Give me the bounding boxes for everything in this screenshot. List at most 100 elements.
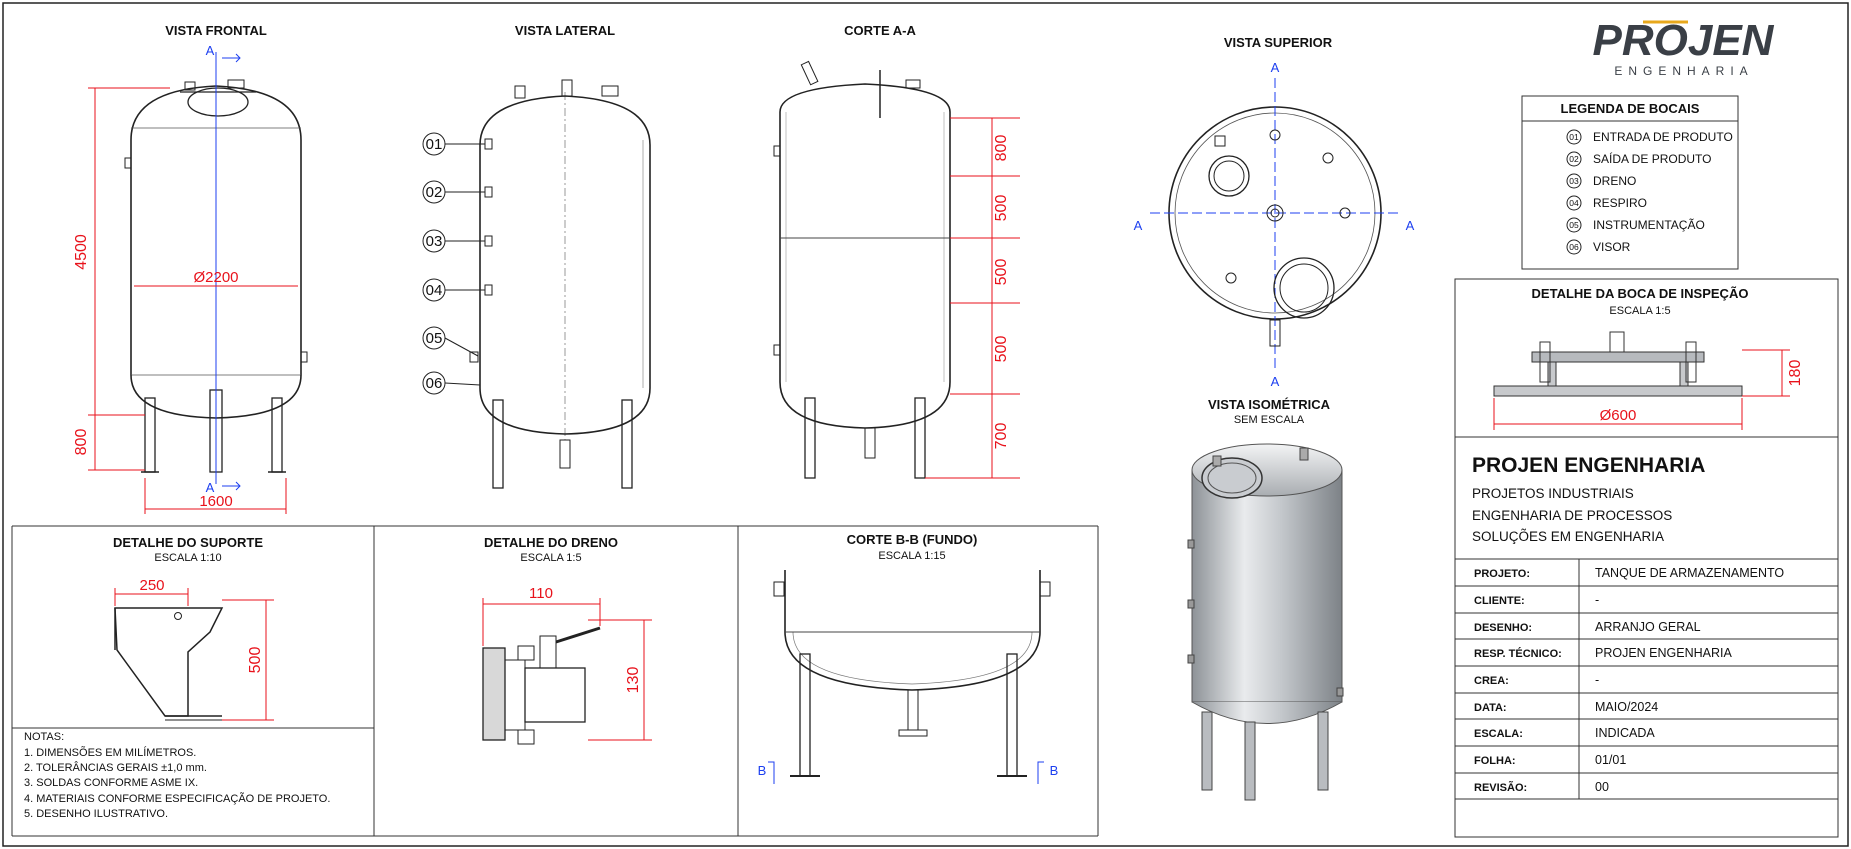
svg-text:800: 800 xyxy=(993,135,1010,162)
isometric-view-title: VISTA ISOMÉTRICA xyxy=(1208,397,1331,412)
frontal-legs-dim: 800 xyxy=(73,429,90,456)
drain-detail-title: DETALHE DO DRENO xyxy=(484,535,618,550)
svg-text:02: 02 xyxy=(426,184,443,201)
svg-text:01: 01 xyxy=(1569,132,1579,142)
svg-text:CLIENTE:: CLIENTE: xyxy=(1474,595,1525,607)
svg-text:700: 700 xyxy=(993,423,1010,450)
svg-text:DRENO: DRENO xyxy=(1593,174,1636,188)
svg-text:06: 06 xyxy=(1569,242,1579,252)
nozzle-legend: LEGENDA DE BOCAIS 01 ENTRADA DE PRODUTO 0… xyxy=(1521,95,1739,270)
support-detail: DETALHE DO SUPORTE ESCALA 1:10 250 500 xyxy=(113,535,274,721)
svg-text:2. TOLERÂNCIAS GERAIS ±1,0 mm.: 2. TOLERÂNCIAS GERAIS ±1,0 mm. xyxy=(24,761,207,774)
svg-text:B: B xyxy=(1050,763,1059,778)
svg-text:02: 02 xyxy=(1569,154,1579,164)
svg-text:ENGENHARIA DE PROCESSOS: ENGENHARIA DE PROCESSOS xyxy=(1472,508,1672,523)
legend-item: 05 INSTRUMENTAÇÃO xyxy=(1566,217,1705,233)
svg-text:ESCALA:: ESCALA: xyxy=(1474,728,1523,740)
svg-text:A: A xyxy=(206,480,215,495)
drain-detail: DETALHE DO DRENO ESCALA 1:5 110 130 xyxy=(482,535,652,745)
svg-text:SOLUÇÕES EM ENGENHARIA: SOLUÇÕES EM ENGENHARIA xyxy=(1472,529,1664,544)
svg-text:SEM ESCALA: SEM ESCALA xyxy=(1234,414,1305,426)
title-block: PROJETO:TANQUE DE ARMAZENAMENTO CLIENTE:… xyxy=(1455,559,1838,800)
svg-text:500: 500 xyxy=(993,259,1010,286)
legend-item: 01 ENTRADA DE PRODUTO xyxy=(1566,129,1733,145)
title-row: PROJETO:TANQUE DE ARMAZENAMENTO xyxy=(1474,566,1784,580)
section-bb-title: CORTE B-B (FUNDO) xyxy=(847,532,978,547)
svg-text:ESCALA 1:15: ESCALA 1:15 xyxy=(878,550,945,562)
svg-text:500: 500 xyxy=(993,195,1010,222)
svg-text:03: 03 xyxy=(1569,176,1579,186)
svg-text:DATA:: DATA: xyxy=(1474,702,1507,714)
title-row: RESP. TÉCNICO:PROJEN ENGENHARIA xyxy=(1474,646,1732,660)
svg-text:500: 500 xyxy=(993,336,1010,363)
svg-text:RESPIRO: RESPIRO xyxy=(1593,196,1647,210)
svg-text:FOLHA:: FOLHA: xyxy=(1474,755,1516,767)
svg-text:250: 250 xyxy=(139,577,164,594)
svg-text:A: A xyxy=(1406,218,1415,233)
nozzle-balloons: 01 02 03 04 05 06 xyxy=(422,132,493,395)
svg-text:04: 04 xyxy=(426,282,443,299)
svg-text:00: 00 xyxy=(1595,780,1609,794)
svg-text:-: - xyxy=(1595,593,1599,607)
svg-text:180: 180 xyxy=(1787,360,1804,387)
title-row: REVISÃO:00 xyxy=(1474,780,1609,794)
support-detail-title: DETALHE DO SUPORTE xyxy=(113,535,263,550)
svg-text:INDICADA: INDICADA xyxy=(1595,726,1655,740)
notes-title: NOTAS: xyxy=(24,731,64,743)
svg-text:PROJETOS INDUSTRIAIS: PROJETOS INDUSTRIAIS xyxy=(1472,486,1634,501)
svg-text:06: 06 xyxy=(426,375,443,392)
svg-text:ESCALA 1:5: ESCALA 1:5 xyxy=(520,552,581,564)
svg-text:DESENHO:: DESENHO: xyxy=(1474,622,1532,634)
svg-text:04: 04 xyxy=(1569,198,1579,208)
svg-text:ESCALA 1:5: ESCALA 1:5 xyxy=(1609,305,1670,317)
svg-text:Ø600: Ø600 xyxy=(1600,407,1637,424)
title-row: DESENHO: ARRANJO GERAL xyxy=(1474,620,1701,634)
svg-text:01: 01 xyxy=(426,136,443,153)
svg-text:01/01: 01/01 xyxy=(1595,753,1626,767)
notes: NOTAS: 1. DIMENSÕES EM MILÍMETROS. 2. TO… xyxy=(24,731,330,820)
svg-text:A: A xyxy=(1271,374,1280,389)
manway-icon xyxy=(187,87,249,117)
section-aa-title: CORTE A-A xyxy=(844,23,916,38)
svg-text:RESP. TÉCNICO:: RESP. TÉCNICO: xyxy=(1474,647,1562,660)
svg-text:5. DESENHO ILUSTRATIVO.: 5. DESENHO ILUSTRATIVO. xyxy=(24,808,168,820)
brand-tagline: ENGENHARIA xyxy=(1614,64,1753,78)
svg-text:03: 03 xyxy=(426,233,443,250)
inspection-detail: DETALHE DA BOCA DE INSPEÇÃO ESCALA 1:5 1… xyxy=(1493,286,1804,430)
legend-item: 06 VISOR xyxy=(1566,239,1631,255)
top-view-title: VISTA SUPERIOR xyxy=(1224,35,1333,50)
title-row: CREA:- xyxy=(1474,673,1599,687)
legend-item: 02 SAÍDA DE PRODUTO xyxy=(1566,151,1711,167)
svg-text:SAÍDA DE PRODUTO: SAÍDA DE PRODUTO xyxy=(1593,151,1711,166)
svg-text:A: A xyxy=(1271,60,1280,75)
svg-text:ENTRADA DE PRODUTO: ENTRADA DE PRODUTO xyxy=(1593,130,1733,144)
section-aa-view: CORTE A-A 800 500 500 500 700 xyxy=(773,23,1020,479)
svg-text:ESCALA 1:10: ESCALA 1:10 xyxy=(154,552,221,564)
svg-text:05: 05 xyxy=(1569,220,1579,230)
legend-item: 03 DRENO xyxy=(1566,173,1636,189)
svg-text:05: 05 xyxy=(426,330,443,347)
svg-text:130: 130 xyxy=(625,667,642,694)
brand-name: PROJEN xyxy=(1593,16,1775,65)
frontal-view: VISTA FRONTAL A A xyxy=(73,23,308,514)
frontal-height-dim: 4500 xyxy=(73,234,90,270)
svg-text:INSTRUMENTAÇÃO: INSTRUMENTAÇÃO xyxy=(1593,218,1705,232)
svg-text:B: B xyxy=(758,763,767,778)
svg-text:110: 110 xyxy=(529,585,553,602)
legend-title: LEGENDA DE BOCAIS xyxy=(1561,101,1700,116)
svg-text:500: 500 xyxy=(247,647,264,674)
title-row: DATA:MAIO/2024 xyxy=(1474,700,1658,714)
lateral-view-title: VISTA LATERAL xyxy=(515,23,615,38)
frontal-base-dim: 1600 xyxy=(199,493,232,510)
svg-text:VISOR: VISOR xyxy=(1593,240,1631,254)
company-name: PROJEN ENGENHARIA xyxy=(1472,454,1705,477)
top-view: VISTA SUPERIOR A A A A xyxy=(1134,35,1415,389)
title-row: ESCALA: INDICADA xyxy=(1474,726,1655,740)
svg-text:A: A xyxy=(206,43,215,58)
legend-item: 04 RESPIRO xyxy=(1566,195,1647,211)
company-block: PROJEN ENGENHARIA PROJETOS INDUSTRIAIS E… xyxy=(1472,454,1705,544)
isometric-view: VISTA ISOMÉTRICA SEM ESCALA xyxy=(1187,397,1344,801)
svg-text:ARRANJO GERAL: ARRANJO GERAL xyxy=(1595,620,1701,634)
